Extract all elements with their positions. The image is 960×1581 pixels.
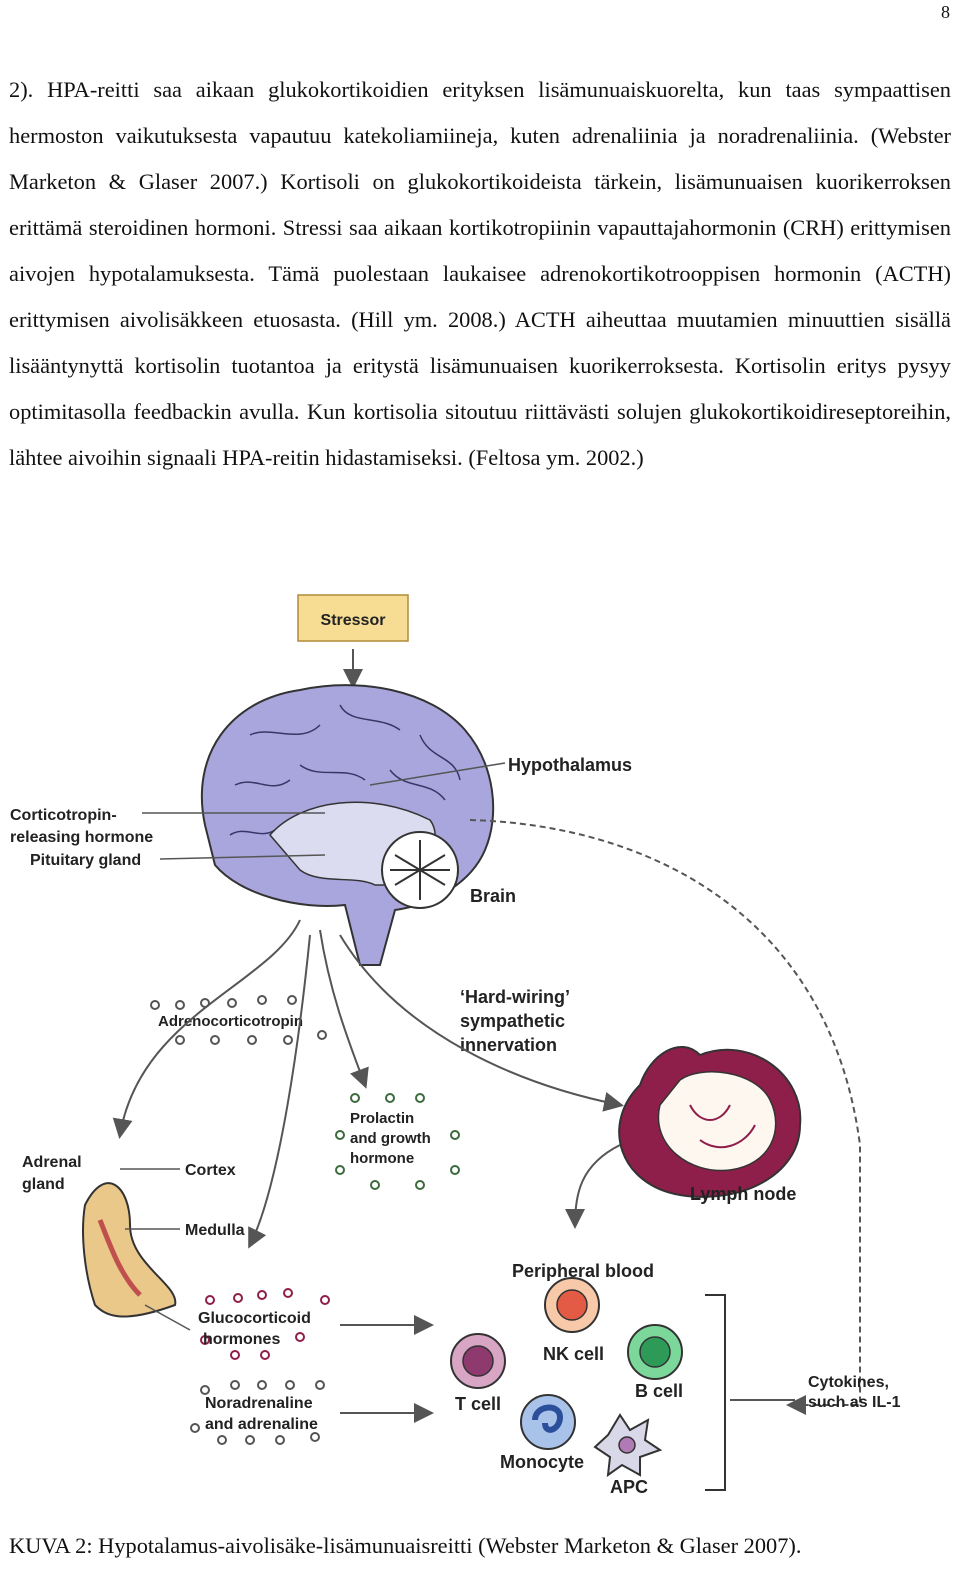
b-cell-illustration: [627, 1324, 683, 1380]
hypothalamus-label: Hypothalamus: [508, 755, 632, 775]
monocyte-label: Monocyte: [500, 1452, 584, 1472]
crh-label-line1: Corticotropin-: [10, 807, 117, 824]
prolactin-dots: [335, 1093, 460, 1190]
hardwiring-label-line2: sympathetic: [460, 1011, 565, 1031]
pituitary-pointer: [159, 854, 326, 860]
acth-label: Adrenocorticotropin: [158, 1013, 303, 1030]
b-cell-label: B cell: [635, 1381, 683, 1401]
arrow-to-prolactin: [319, 929, 369, 1089]
hpa-diagram: Stressor Hypothalamus Corticotropin- rel…: [10, 594, 901, 1497]
cytokines-label-line2: such as IL-1: [808, 1394, 901, 1411]
prolactin-label-line3: hormone: [350, 1150, 414, 1167]
t-cell-illustration: [450, 1333, 506, 1389]
adrenal-to-gluco-line: [144, 1304, 191, 1331]
glucocorticoid-label-line1: Glucocorticoid: [198, 1310, 311, 1327]
body-paragraph: 2). HPA-reitti saa aikaan glukokortikoid…: [9, 77, 951, 470]
brain-label: Brain: [470, 886, 516, 906]
feedback-loop: [469, 819, 861, 1415]
arrow-to-lymph: [339, 934, 624, 1112]
noradrenaline-dots: [190, 1380, 325, 1445]
noradrenaline-label-line1: Noradrenaline: [205, 1395, 313, 1412]
prolactin-label-line2: and growth: [350, 1130, 431, 1147]
prolactin-label-line1: Prolactin: [350, 1110, 414, 1127]
crh-label-line2: releasing hormone: [10, 829, 153, 846]
nk-cell-illustration: [544, 1277, 600, 1333]
t-cell-label: T cell: [455, 1394, 501, 1414]
blood-bracket: [705, 1294, 726, 1491]
apc-illustration: [593, 1413, 663, 1478]
page-number: 8: [941, 2, 950, 22]
adrenal-label-line2: gland: [22, 1176, 65, 1193]
stressor-label: Stressor: [321, 612, 386, 629]
brain-illustration: [200, 684, 495, 966]
stressor-box: [297, 594, 409, 642]
noradrenaline-label-line2: and adrenaline: [205, 1416, 318, 1433]
cortex-label: Cortex: [185, 1162, 236, 1179]
arrow-to-adrenal: [112, 919, 301, 1139]
pituitary-label: Pituitary gland: [30, 852, 141, 869]
glucocorticoid-dots: [200, 1288, 330, 1360]
apc-label: APC: [610, 1477, 648, 1497]
lymph-node-illustration: [618, 1045, 802, 1198]
hardwiring-label-line1: ‘Hard-wiring’: [460, 987, 570, 1007]
acth-dots: [150, 995, 327, 1045]
hypothalamus-pointer: [369, 762, 506, 786]
figure-caption: KUVA 2: Hypotalamus-aivolisäke-lisämunua…: [9, 1533, 802, 1558]
adrenal-gland-illustration: [82, 1182, 177, 1318]
cytokines-label-line1: Cytokines,: [808, 1374, 889, 1391]
hpa-figure: Stressor Hypothalamus Corticotropin- rel…: [0, 585, 960, 1510]
arrow-to-sympathetic: [248, 934, 311, 1249]
arrow-lymph-to-blood: [565, 1144, 621, 1229]
hardwiring-label-line3: innervation: [460, 1035, 557, 1055]
nk-cell-label: NK cell: [543, 1344, 604, 1364]
monocyte-illustration: [520, 1394, 576, 1450]
medulla-label: Medulla: [185, 1222, 245, 1239]
adrenal-label-line1: Adrenal: [22, 1154, 82, 1171]
lymph-node-label: Lymph node: [690, 1184, 796, 1204]
glucocorticoid-label-line2: hormones: [203, 1331, 280, 1348]
peripheral-blood-label: Peripheral blood: [512, 1261, 654, 1281]
